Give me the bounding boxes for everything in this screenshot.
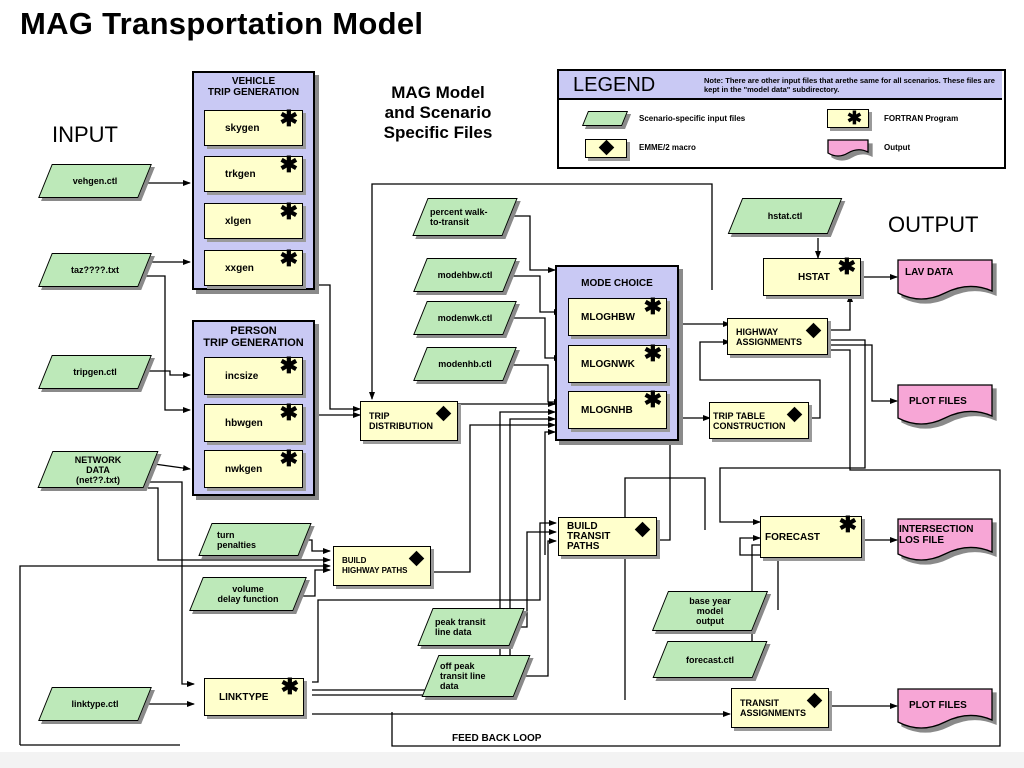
input-network-data[interactable]: NETWORK DATA (net??.txt) — [37, 451, 159, 488]
program-trkgen[interactable]: trkgen✱ — [204, 152, 303, 192]
output-plot-files-transit[interactable]: PLOT FILES — [897, 688, 993, 730]
page-footer-strip — [0, 752, 1024, 768]
edge-tripgen — [140, 370, 191, 378]
legend-macro-label: EMME/2 macro — [639, 143, 696, 152]
edge-volume — [300, 567, 331, 597]
legend-output-label: Output — [884, 143, 911, 152]
edge-ha-plot — [828, 344, 898, 404]
legend-input-swatch — [581, 111, 629, 126]
emme-macro-icon — [634, 521, 651, 538]
fortran-icon: ✱ — [279, 199, 298, 224]
legend-output-swatch — [827, 139, 869, 157]
edge-ha-hstat — [828, 294, 853, 331]
input-modenhb-ctl[interactable]: modenhb.ctl — [413, 347, 517, 381]
input-base-year-model-output[interactable]: base year model output — [651, 591, 769, 631]
input-linktype-ctl[interactable]: linktype.ctl — [38, 687, 152, 721]
emme-macro-icon — [408, 550, 425, 567]
emme-macro-icon — [805, 322, 822, 339]
program-hstat[interactable]: HSTAT✱ — [763, 254, 861, 296]
macro-build-highway-paths[interactable]: BUILD HIGHWAY PATHS — [333, 546, 431, 586]
fortran-icon: ✱ — [280, 674, 299, 699]
program-mlognhb[interactable]: MLOGNHB✱ — [568, 387, 667, 429]
fortran-icon: ✱ — [279, 353, 298, 378]
program-linktype[interactable]: LINKTYPE✱ — [204, 674, 304, 716]
fortran-icon: ✱ — [643, 387, 662, 412]
person-group-label: PERSON TRIP GENERATION — [203, 325, 304, 349]
vehicle-group-label: VEHICLE TRIP GENERATION — [207, 76, 300, 98]
program-mloghbw[interactable]: MLOGHBW✱ — [568, 294, 667, 336]
program-nwkgen[interactable]: nwkgen✱ — [204, 446, 303, 488]
edge-hpaths-mode — [431, 422, 556, 573]
emme-macro-icon — [435, 405, 452, 422]
input-modehbw-ctl[interactable]: modehbw.ctl — [413, 258, 517, 292]
fortran-icon: ✱ — [643, 294, 662, 319]
legend: LEGEND Note: There are other input files… — [557, 69, 1006, 169]
legend-macro-swatch — [585, 139, 627, 158]
input-hstat-ctl[interactable]: hstat.ctl — [727, 198, 843, 234]
input-peak-transit-line-data[interactable]: peak transit line data — [417, 608, 525, 646]
macro-trip-table-construction[interactable]: TRIP TABLE CONSTRUCTION — [709, 402, 809, 439]
output-lav-data[interactable]: LAV DATA — [897, 259, 993, 301]
page-title: MAG Transportation Model — [20, 6, 424, 41]
macro-transit-assignments[interactable]: TRANSIT ASSIGNMENTS — [731, 688, 829, 728]
legend-note: Note: There are other input files that a… — [704, 76, 995, 94]
output-plot-files-highway[interactable]: PLOT FILES — [897, 384, 993, 426]
program-forecast[interactable]: FORECAST✱ — [760, 512, 862, 558]
legend-fortran-label: FORTRAN Program — [884, 114, 959, 123]
fortran-icon: ✱ — [279, 246, 298, 271]
program-skygen[interactable]: skygen✱ — [204, 106, 303, 146]
macro-highway-assignments[interactable]: HIGHWAY ASSIGNMENTS — [727, 318, 828, 355]
legend-title: LEGEND — [573, 74, 656, 96]
program-xxgen[interactable]: xxgen✱ — [204, 246, 303, 286]
fortran-icon: ✱ — [838, 512, 857, 537]
output-heading: OUTPUT — [888, 212, 979, 237]
model-files-heading: MAG Model and Scenario Specific Files — [383, 83, 493, 142]
fortran-icon: ✱ — [279, 106, 298, 131]
input-volume-delay-function[interactable]: volume delay function — [189, 577, 307, 611]
program-incsize[interactable]: incsize✱ — [204, 353, 303, 395]
macro-trip-distribution[interactable]: TRIP DISTRIBUTION — [360, 401, 458, 441]
legend-header: LEGEND Note: There are other input files… — [559, 71, 1002, 100]
edge-tpaths-up — [657, 431, 676, 541]
output-intersection-los-file[interactable]: INTERSECTION LOS FILE — [897, 518, 993, 562]
fortran-icon: ✱ — [279, 152, 298, 177]
input-tripgen-ctl[interactable]: tripgen.ctl — [38, 355, 152, 389]
fortran-icon: ✱ — [279, 400, 298, 425]
edge-taz-person — [140, 275, 191, 413]
input-percent-walk-to-transit[interactable]: percent walk- to-transit — [412, 198, 518, 236]
mode-group-label: MODE CHOICE — [581, 278, 653, 289]
input-turn-penalties[interactable]: turn penalties — [198, 523, 312, 556]
edge-vehicle-td — [312, 284, 361, 412]
emme-macro-icon — [806, 692, 823, 709]
input-heading: INPUT — [52, 122, 118, 147]
input-forecast-ctl[interactable]: forecast.ctl — [652, 641, 768, 678]
edge-modenhb — [505, 364, 562, 405]
feedback-loop-label: FEED BACK LOOP — [452, 733, 542, 744]
input-modenwk-ctl[interactable]: modenwk.ctl — [413, 301, 517, 335]
emme-macro-icon — [786, 406, 803, 423]
edge-network-linktype — [148, 481, 195, 687]
legend-input-label: Scenario-specific input files — [639, 114, 746, 123]
fortran-icon: ✱ — [279, 446, 298, 471]
input-vehgen-ctl[interactable]: vehgen.ctl — [38, 164, 152, 198]
fortran-icon: ✱ — [643, 341, 662, 366]
fortran-icon: ✱ — [837, 254, 856, 279]
program-xlgen[interactable]: xlgen✱ — [204, 199, 303, 239]
program-hbwgen[interactable]: hbwgen✱ — [204, 400, 303, 442]
edge-tpaths-mode — [544, 429, 556, 555]
input-off-peak-transit-line-data[interactable]: off peak transit line data — [421, 655, 531, 697]
program-mlognwk[interactable]: MLOGNWK✱ — [568, 341, 667, 383]
macro-build-transit-paths[interactable]: BUILD TRANSIT PATHS — [558, 517, 657, 556]
legend-fortran-swatch: ✱ — [827, 108, 869, 128]
input-taz-txt[interactable]: taz????.txt — [38, 253, 152, 287]
